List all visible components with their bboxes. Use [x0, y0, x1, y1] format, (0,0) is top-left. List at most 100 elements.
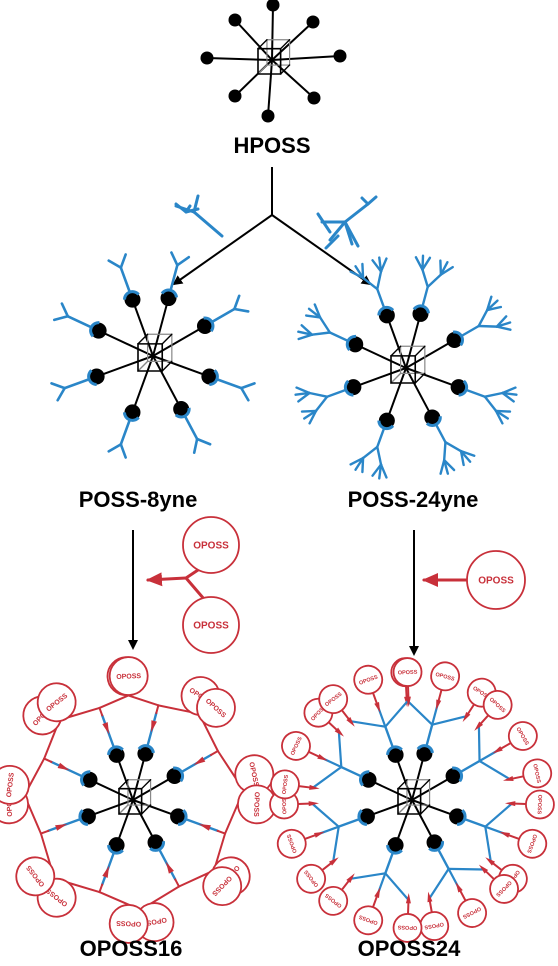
- cube-edge: [140, 779, 152, 790]
- node-ball: [173, 400, 190, 417]
- ball-cap: [89, 321, 100, 338]
- oposs-node: OPOSS: [270, 769, 300, 800]
- node-ball: [228, 13, 242, 27]
- node-ball: [90, 322, 107, 339]
- hposs-arm: [271, 21, 314, 61]
- ball-cap: [412, 304, 430, 314]
- hposs-arm: [206, 57, 273, 61]
- cube-edge: [397, 804, 408, 815]
- red-stem: [98, 706, 104, 717]
- red-branch: [27, 802, 42, 835]
- poss-8yne-molecule: [50, 251, 256, 459]
- triazole-marker: [317, 754, 328, 761]
- arm-branch: [119, 443, 127, 459]
- red-stem: [327, 721, 340, 733]
- oposs-text: OPOSS: [478, 576, 514, 587]
- oposs-circle: [0, 764, 30, 805]
- core-arm: [132, 752, 147, 801]
- cube-edge: [137, 333, 149, 345]
- arm-branch: [349, 720, 387, 728]
- triazole-marker: [57, 762, 70, 771]
- node-ball: [378, 307, 395, 324]
- cube-edge: [279, 64, 291, 75]
- ball-cap: [174, 407, 191, 419]
- red-stem: [372, 691, 379, 708]
- dimer-arrow: [146, 572, 188, 587]
- node-ball: [446, 332, 463, 348]
- red-stem: [174, 878, 181, 888]
- red-stem: [436, 688, 443, 705]
- cube-edge: [419, 779, 431, 790]
- red-stem: [209, 750, 219, 756]
- linker-reagent-large: [316, 195, 378, 250]
- oposs-node: OPOSS: [108, 904, 149, 944]
- core-arm: [352, 367, 407, 389]
- cube-edge: [137, 360, 149, 372]
- hposs-arm: [271, 4, 274, 61]
- oposs-node: OPOSS: [525, 789, 555, 820]
- oposs-node: OPOSS: [353, 664, 384, 695]
- oposs-circle: [182, 516, 240, 574]
- cube-front-face: [118, 787, 143, 815]
- label-hposs: HPOSS: [233, 133, 311, 158]
- arm-branch: [447, 867, 486, 871]
- ball-cap: [456, 809, 467, 826]
- arm-branch: [119, 253, 127, 269]
- triazole-marker: [102, 722, 110, 735]
- red-branch: [224, 802, 239, 835]
- oposs-text: OPOSS: [252, 792, 260, 817]
- cube-front-face: [257, 47, 282, 75]
- ball-cap: [386, 745, 403, 756]
- oposs-node: OPOSS: [392, 913, 423, 943]
- ball-cap: [377, 420, 395, 431]
- node-ball: [412, 305, 429, 322]
- triazole-marker: [405, 696, 411, 708]
- core-arm: [131, 298, 154, 357]
- oposs-circle: [182, 596, 240, 654]
- arm-branch: [405, 699, 434, 726]
- cube-edge: [390, 372, 402, 384]
- red-stem: [508, 775, 525, 781]
- arm-branch: [107, 259, 123, 269]
- node-ball: [266, 0, 280, 12]
- oposs-node: OPOSS: [182, 596, 240, 654]
- red-stem: [39, 829, 50, 835]
- arm-branch: [192, 437, 199, 454]
- cube-edge: [279, 39, 291, 50]
- oposs-circle: [318, 684, 349, 715]
- oposs-node: OPOSS: [489, 874, 519, 904]
- poss-cube: [257, 39, 291, 75]
- oposs-node: OPOSS: [296, 863, 327, 894]
- node-ball: [108, 837, 125, 854]
- label-oposs24: OPOSS24: [357, 936, 461, 961]
- linker-twig: [316, 212, 332, 234]
- oposs-text: OPOSS: [424, 920, 445, 929]
- cube-front-face: [390, 355, 417, 384]
- node-ball: [378, 412, 395, 429]
- ball-cap: [425, 416, 442, 427]
- triazole-marker: [455, 882, 463, 893]
- oposs-circle: [296, 863, 327, 894]
- red-branch: [67, 706, 101, 719]
- red-branch: [150, 885, 181, 905]
- oposs-circle: [108, 904, 149, 944]
- arm-twig: [371, 463, 383, 477]
- arm-branch: [484, 802, 514, 828]
- arm-twig: [379, 257, 388, 273]
- ball-cap: [107, 844, 124, 855]
- red-stem: [98, 883, 104, 894]
- arm-branch: [477, 308, 489, 328]
- oposs-mono-reagent: OPOSS: [422, 550, 526, 610]
- oposs-node: OPOSS: [108, 656, 149, 696]
- triazole-marker: [151, 720, 157, 733]
- red-stem: [321, 860, 335, 872]
- oposs-circle: [392, 913, 423, 943]
- hposs-molecule: [200, 0, 347, 123]
- arm-branch: [483, 391, 504, 398]
- cube-edge: [161, 360, 173, 372]
- arm-branch: [52, 314, 70, 322]
- arm-twig: [439, 458, 446, 475]
- poss-24yne-molecule: [294, 254, 518, 480]
- cube-edge: [414, 345, 426, 357]
